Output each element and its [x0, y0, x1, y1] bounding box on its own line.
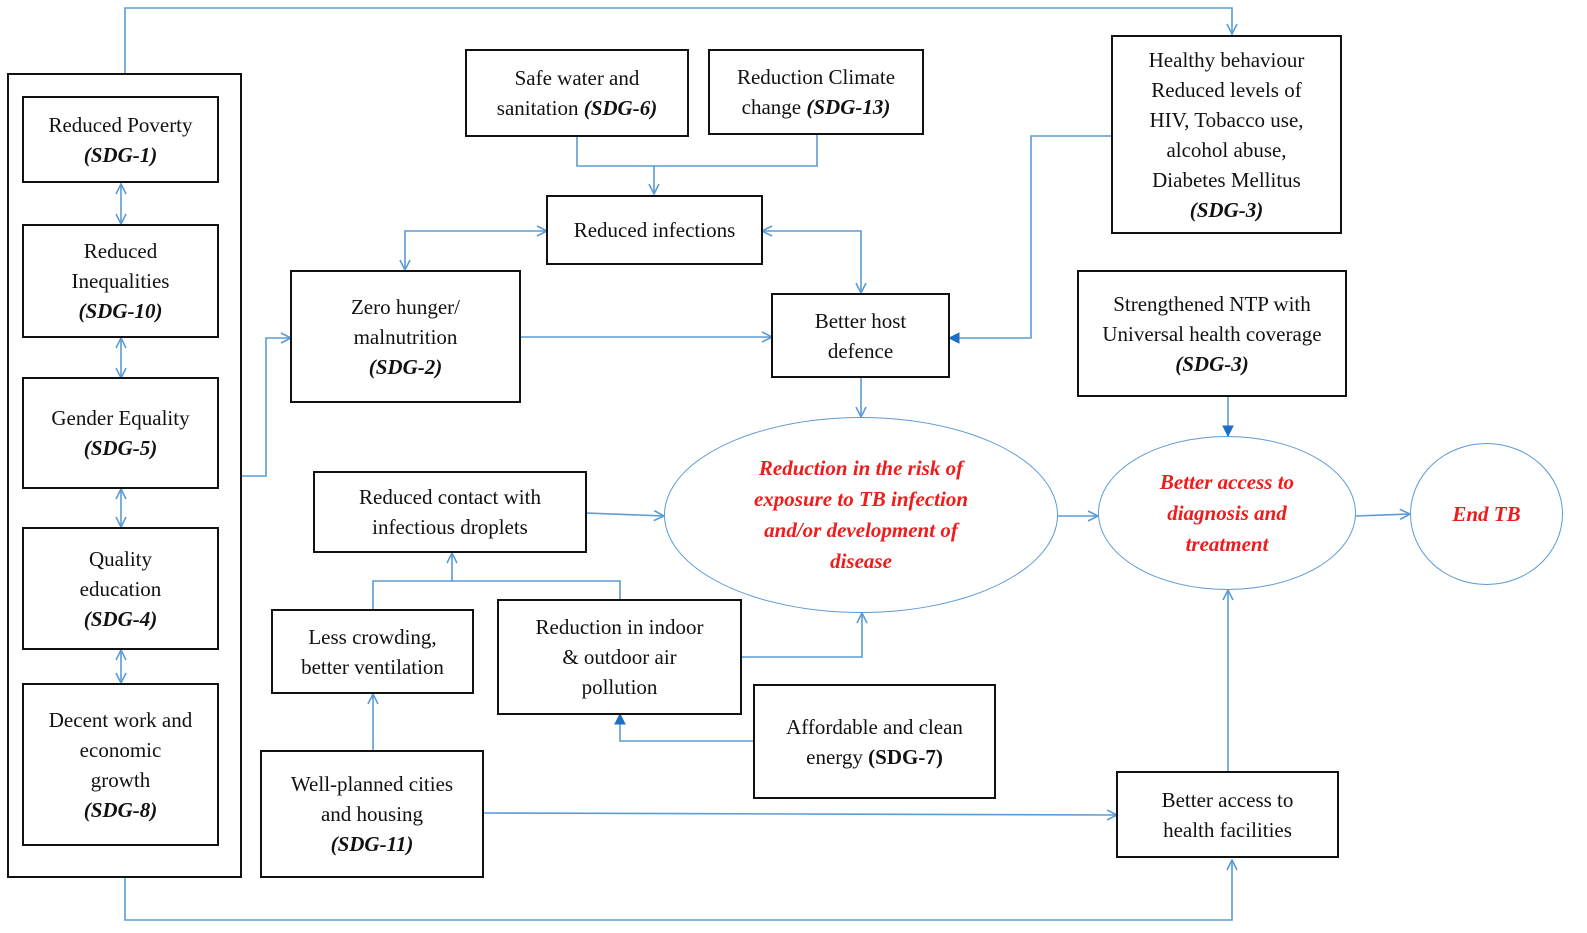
label: growth [90, 767, 151, 792]
box-health-facilities: Better access to health facilities [1116, 771, 1339, 858]
socioeconomic-group [7, 73, 242, 878]
box-reduced-contact: Reduced contact with infectious droplets [313, 471, 587, 553]
box-reduction-pollution: Reduction in indoor & outdoor air pollut… [497, 599, 742, 715]
box-decent-work: Decent work and economic growth (SDG-8) [22, 683, 219, 846]
box-strengthened-ntp: Strengthened NTP with Universal health c… [1077, 270, 1347, 397]
label: Affordable and clean [786, 714, 963, 739]
outcome-text: disease [830, 549, 892, 573]
outcome-text: Reduction in the risk of [758, 456, 964, 480]
box-gender-equality: Gender Equality (SDG-5) [22, 377, 219, 489]
label: Strengthened NTP with [1113, 291, 1311, 316]
label: Gender Equality [51, 406, 190, 430]
arrow-climate-infections [654, 134, 818, 167]
outcome-text: exposure to TB infection [753, 487, 969, 511]
label: and housing [320, 802, 424, 826]
label: Reduced levels of [1151, 77, 1302, 102]
box-zero-hunger: Zero hunger/ malnutrition (SDG-2) [290, 270, 521, 403]
sdg-code: (SDG-8) [83, 797, 158, 822]
box-healthy-behaviour: Healthy behaviour Reduced levels of HIV,… [1111, 35, 1342, 234]
arrow-group-hunger [241, 338, 291, 477]
outcome-text: diagnosis and [1167, 500, 1287, 525]
arrow-healthy-host [949, 135, 1112, 338]
sdg-code: (SDG-13) [806, 95, 891, 119]
label: Universal health coverage [1102, 321, 1322, 346]
ellipse-risk-reduction: Reduction in the risk of exposure to TB … [664, 417, 1058, 613]
sdg-code: (SDG-6) [583, 96, 658, 120]
label: education [79, 576, 162, 601]
label: infectious droplets [372, 515, 528, 539]
sdg-code: (SDG-7) [868, 744, 943, 769]
label: Safe water and [514, 66, 640, 90]
box-reduced-inequalities: Reduced Inequalities (SDG-10) [22, 224, 219, 338]
box-reduced-infections: Reduced infections [546, 195, 763, 265]
label: Quality [89, 546, 152, 571]
sdg-code: (SDG-1) [83, 142, 158, 167]
label: alcohol abuse, [1166, 137, 1287, 162]
sdg-code: (SDG-2) [368, 354, 443, 379]
label: change (SDG-13) [742, 92, 891, 122]
label-part: sanitation [496, 96, 584, 120]
arrow-infections-host [762, 231, 861, 293]
arrow-bottom-loop [124, 860, 1232, 921]
arrow-crowding-contact [372, 553, 452, 609]
label: Decent work and [48, 707, 193, 732]
label: Inequalities [71, 269, 170, 293]
label: defence [827, 338, 894, 363]
ellipse-end-tb: End TB [1410, 443, 1563, 585]
arrow-cities-facilities [482, 813, 1117, 815]
label: Less crowding, [308, 624, 437, 649]
sdg-code: (SDG-3) [1189, 197, 1264, 222]
label: Healthy behaviour [1148, 47, 1305, 72]
sdg-code: (SDG-4) [83, 606, 158, 631]
label: better ventilation [301, 654, 444, 679]
label: Reduced contact with [359, 485, 541, 509]
label: economic [79, 737, 162, 762]
label: Zero hunger/ [350, 294, 461, 319]
outcome-text: treatment [1185, 531, 1269, 556]
label: malnutrition [353, 324, 458, 349]
label: energy (SDG-7) [806, 742, 943, 772]
label: Better host [814, 308, 907, 333]
arrow-energy-pollution [620, 714, 753, 742]
label: Reduced Poverty [48, 112, 193, 137]
arrow-top-loop [124, 7, 1232, 74]
label: HIV, Tobacco use, [1149, 107, 1304, 132]
outcome-text: Better access to [1159, 469, 1295, 494]
outcome-text: and/or development of [764, 518, 958, 542]
outcome-text: End TB [1452, 501, 1521, 526]
label: health facilities [1163, 817, 1292, 842]
box-well-planned-cities: Well-planned cities and housing (SDG-11) [260, 750, 484, 878]
box-reduction-climate: Reduction Climate change (SDG-13) [708, 49, 924, 135]
label: Reduced [83, 239, 158, 263]
box-reduced-poverty: Reduced Poverty (SDG-1) [22, 96, 219, 183]
label: Better access to [1161, 787, 1294, 812]
sdg-code: (SDG-3) [1175, 351, 1249, 376]
arrow-pollution-contact [452, 580, 621, 599]
box-affordable-energy: Affordable and clean energy (SDG-7) [753, 684, 996, 799]
box-safe-water: Safe water and sanitation (SDG-6) [465, 49, 689, 137]
arrow-hunger-infections [405, 231, 547, 270]
label: & outdoor air [562, 645, 677, 669]
arrow-pollution-risk [741, 613, 862, 658]
label: Reduction in indoor [535, 615, 704, 639]
sdg-code: (SDG-11) [330, 832, 414, 856]
arrow-access-endtb [1355, 514, 1410, 516]
label: Well-planned cities [290, 772, 454, 796]
ellipse-better-access: Better access to diagnosis and treatment [1098, 436, 1356, 590]
label: Reduced infections [573, 218, 736, 242]
label: Diabetes Mellitus [1152, 167, 1301, 192]
arrow-contact-risk [585, 513, 664, 516]
box-better-host-defence: Better host defence [771, 293, 950, 378]
arrow-water-infections [576, 136, 654, 194]
label: sanitation (SDG-6) [497, 93, 657, 123]
sdg-code: (SDG-5) [83, 436, 158, 460]
box-quality-education: Quality education (SDG-4) [22, 527, 219, 650]
sdg-code: (SDG-10) [78, 299, 163, 323]
label: Reduction Climate [736, 65, 896, 89]
label-part: energy [806, 744, 869, 769]
box-less-crowding: Less crowding, better ventilation [271, 609, 474, 694]
label-part: change [741, 95, 807, 119]
label: pollution [581, 675, 658, 699]
